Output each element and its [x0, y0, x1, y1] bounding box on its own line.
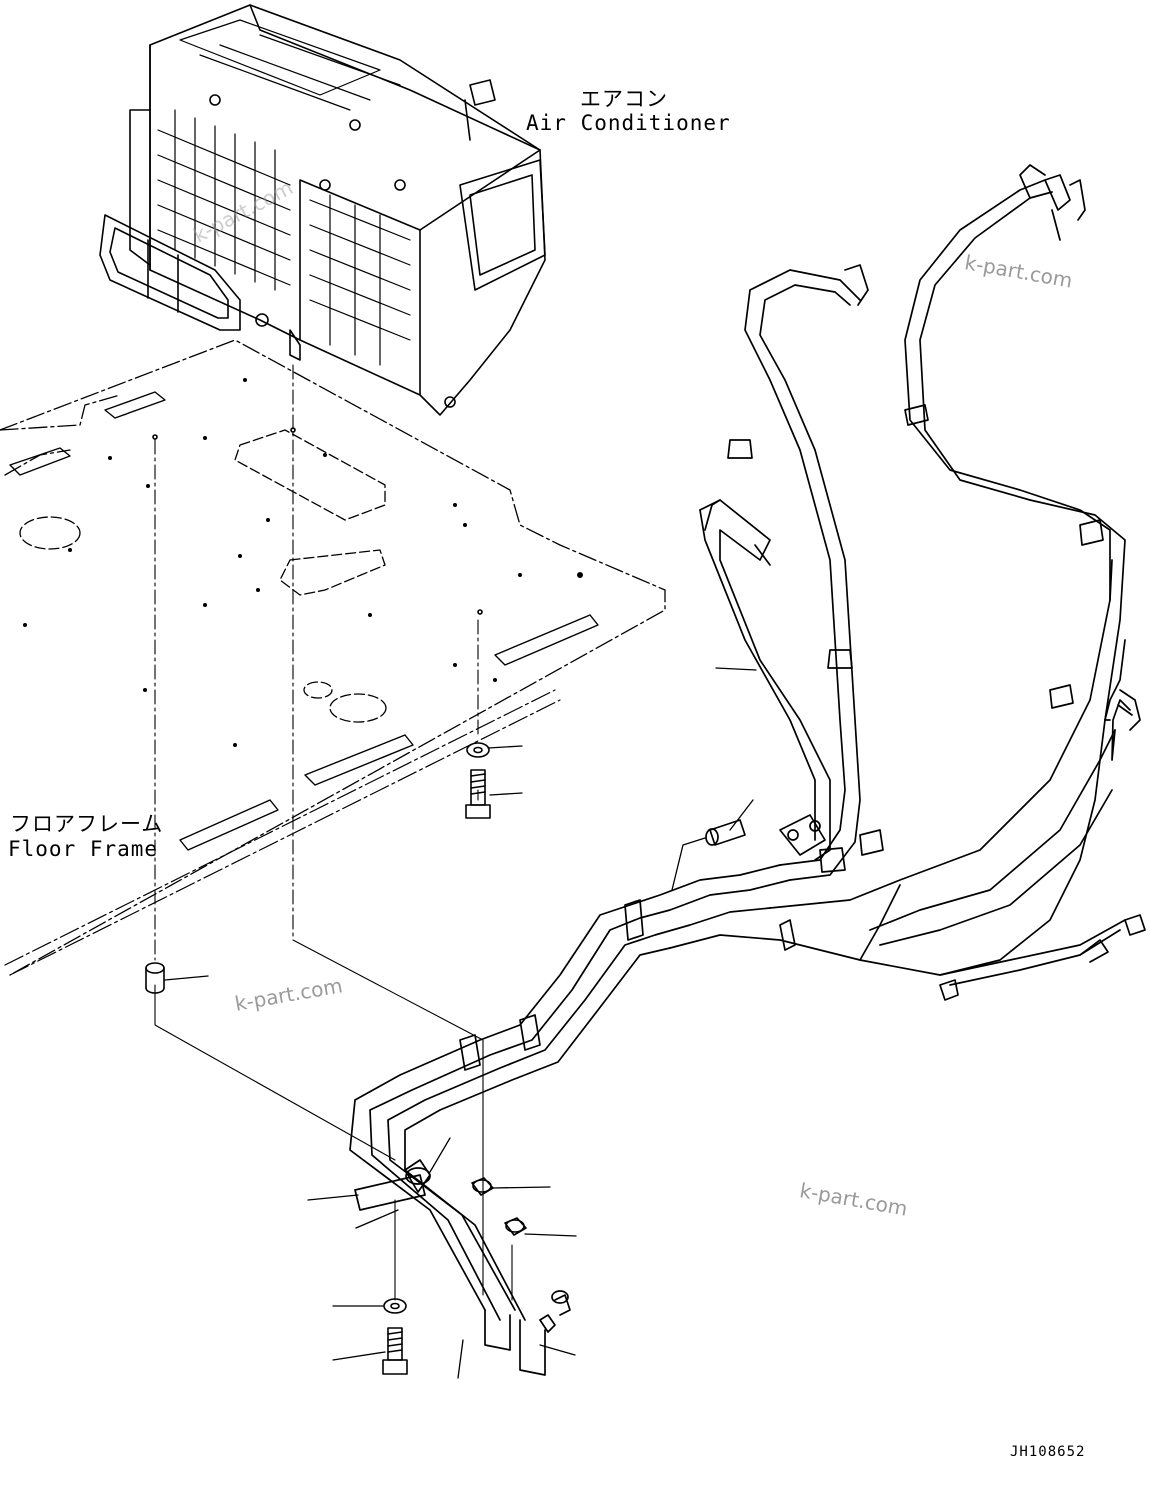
- spacer: [145, 962, 165, 994]
- floor-frame-label: Floor Frame: [8, 837, 159, 861]
- leader-lines: [164, 667, 757, 1379]
- nut-b: [504, 1217, 527, 1236]
- bolt-upper: [465, 769, 491, 819]
- air-conditioner-label: Air Conditioner: [526, 111, 731, 135]
- floor-frame-plate: [0, 339, 666, 976]
- washer-upper: [466, 742, 490, 758]
- floor-frame-label-ja: フロアフレーム: [10, 812, 164, 836]
- air-conditioner-unit: [99, 4, 546, 416]
- hose-bundle: [349, 164, 1146, 1376]
- air-conditioner-label-ja: エアコン: [580, 87, 668, 111]
- washer-lower: [383, 1298, 407, 1314]
- bolt-lower: [382, 1327, 408, 1375]
- drawing-code: JH108652: [1010, 1444, 1086, 1460]
